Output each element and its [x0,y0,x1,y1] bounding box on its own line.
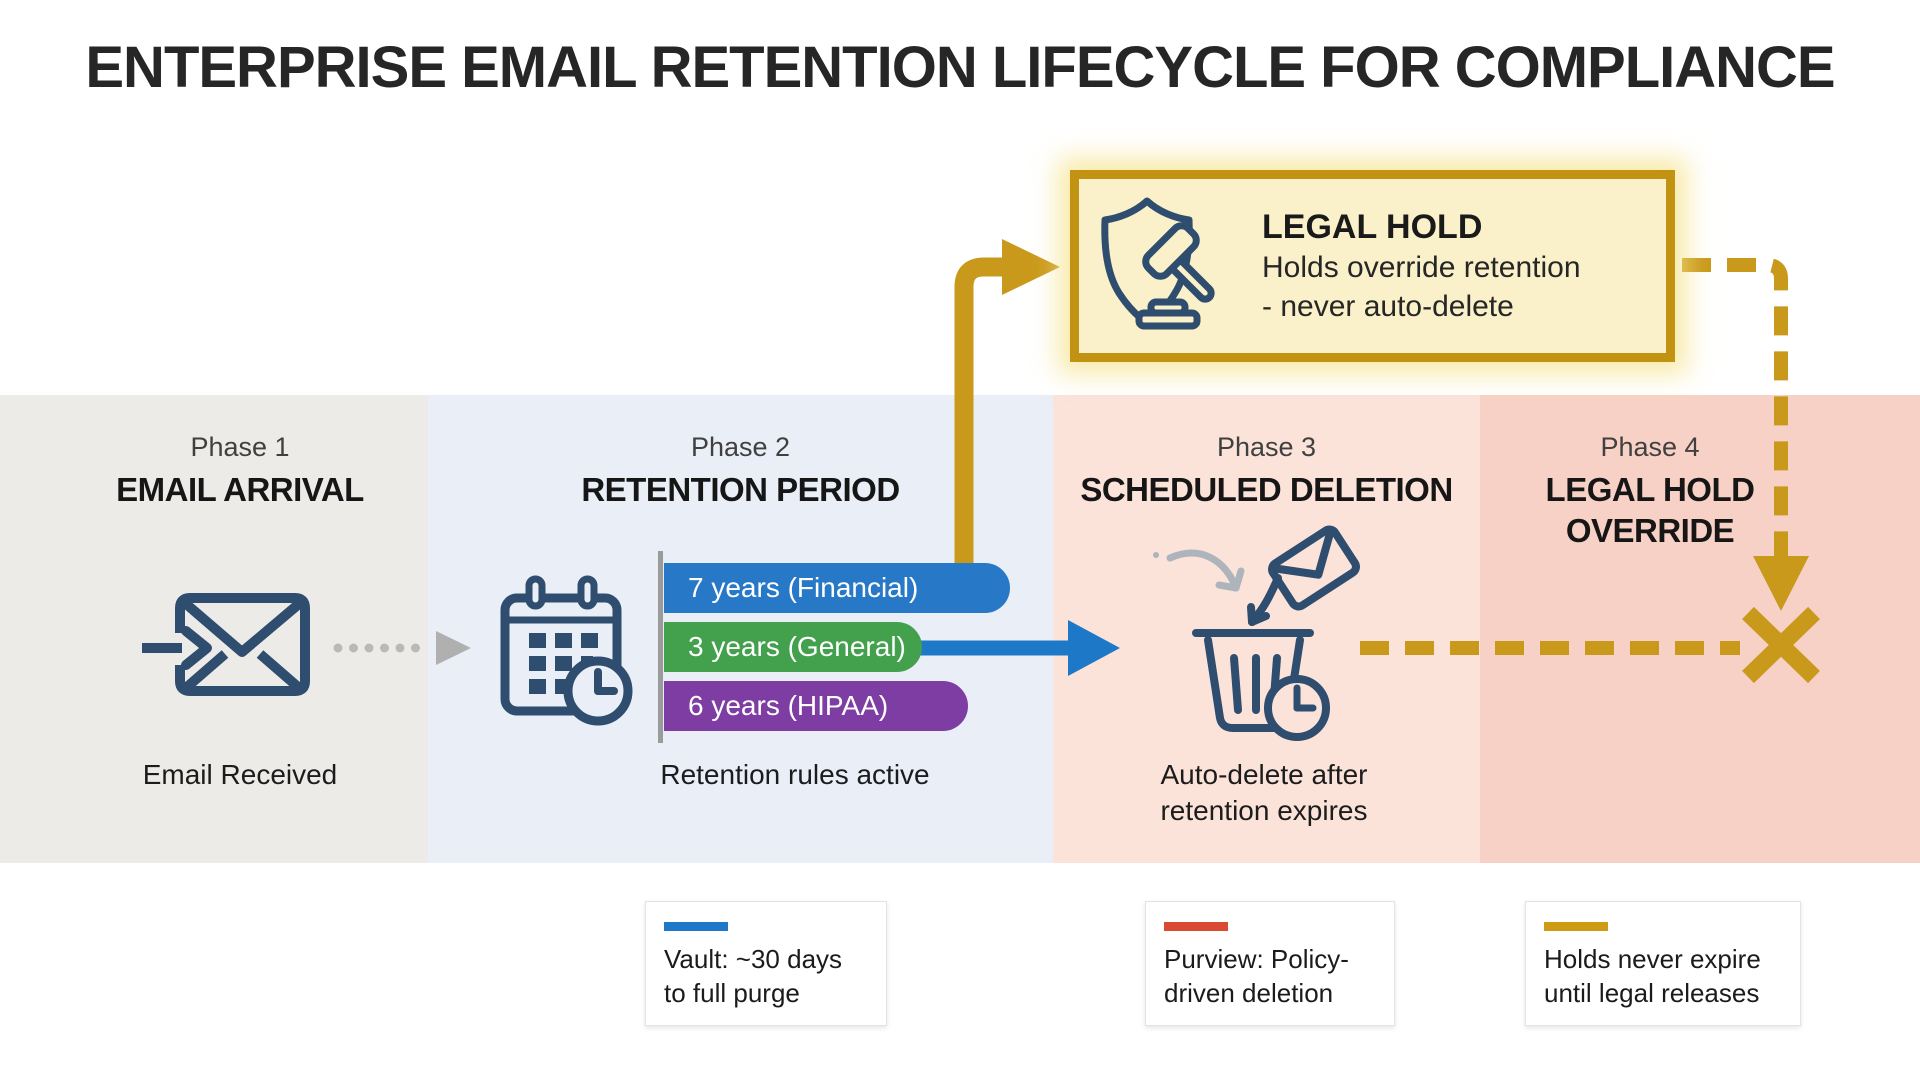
legend-card-purview: Purview: Policy- driven deletion [1145,901,1395,1026]
retention-bar-hipaa-label: 6 years (HIPAA) [688,690,889,721]
legal-hold-callout: LEGAL HOLD Holds override retention - ne… [1070,170,1675,362]
legend-vault-line2: to full purge [664,978,800,1008]
retention-axis-line [658,551,663,743]
legend-card-vault: Vault: ~30 days to full purge [645,901,887,1026]
legend-swatch-gold [1544,922,1608,931]
falling-envelope-icon [1268,525,1360,611]
shield-gavel-icon [1101,197,1215,329]
phase1-title: EMAIL ARRIVAL [116,471,364,508]
phase1-label: Phase 1 [190,432,290,462]
legend-holds-line1: Holds never expire [1544,944,1761,974]
gray-curved-arrow-icon [1153,549,1245,592]
legend-swatch-red [1164,922,1228,931]
phase4-title: LEGAL HOLD OVERRIDE [1545,471,1755,549]
phase3-label: Phase 3 [1216,432,1317,462]
legend-purview-line2: driven deletion [1164,978,1334,1008]
navy-curved-arrow-icon [1247,574,1282,626]
incoming-email-icon [142,593,310,696]
legend-swatch-blue [664,922,728,931]
phase2-label: Phase 2 [690,432,791,462]
legal-hold-text: LEGAL HOLD Holds override retention - ne… [1262,206,1581,326]
phase3-header: Phase 3 SCHEDULED DELETION [1053,395,1480,510]
phase2-header: Phase 2 RETENTION PERIOD [428,395,1053,510]
legend-purview-line1: Purview: Policy- [1164,944,1349,974]
legend-holds-line2: until legal releases [1544,978,1760,1008]
legal-hold-title: LEGAL HOLD [1262,208,1483,246]
phase4-header: Phase 4 LEGAL HOLD OVERRIDE [1480,395,1820,551]
retention-bar-general-label: 3 years (General) [688,631,906,662]
retention-bar-financial-label: 7 years (Financial) [688,572,919,603]
phase2-caption: Retention rules active [660,759,930,790]
legend-vault-line1: Vault: ~30 days [664,944,843,974]
phase3-caption: Auto-delete after retention expires [1160,759,1368,826]
calendar-clock-icon [500,575,633,726]
retention-bar-financial: 7 years (Financial) [664,563,1010,613]
phase4-label: Phase 4 [1600,432,1700,462]
page-title: ENTERPRISE EMAIL RETENTION LIFECYCLE FOR… [85,35,1835,100]
retention-bar-general: 3 years (General) [664,622,922,672]
retention-bar-hipaa: 6 years (HIPAA) [664,681,968,731]
trash-delete-icon [1153,525,1360,741]
phase1-header: Phase 1 EMAIL ARRIVAL [0,395,480,510]
phase3-title: SCHEDULED DELETION [1080,471,1453,508]
phase1-caption: Email Received [142,759,338,790]
legal-hold-line1: Holds override retention [1262,251,1581,284]
phase2-title: RETENTION PERIOD [581,471,900,508]
legend-card-holds: Holds never expire until legal releases [1525,901,1801,1026]
legal-hold-line2: - never auto-delete [1262,290,1514,323]
